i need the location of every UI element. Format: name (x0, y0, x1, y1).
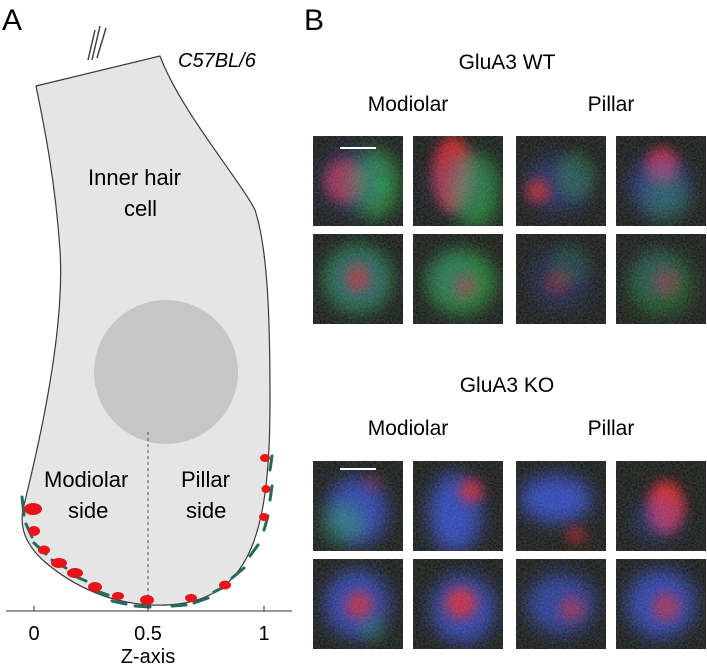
tick-1: 1 (258, 623, 269, 645)
cell-label-line2: cell (124, 196, 157, 221)
wt-modiolar-label: Modiolar (368, 93, 449, 116)
ko-title: GluA3 KO (460, 374, 555, 397)
stereocilia (87, 25, 107, 61)
micrograph-noise (413, 559, 503, 649)
micrograph-noise (413, 234, 503, 324)
panel-a-label: A (2, 4, 22, 37)
micrograph-tile (616, 461, 706, 551)
micrograph-noise (616, 461, 706, 551)
tick-0: 0 (28, 623, 39, 645)
micrograph-tile (413, 461, 503, 551)
micrograph-tile (413, 234, 503, 324)
nucleus (94, 300, 238, 444)
micrograph-tile (616, 136, 706, 226)
modiolar-side-line2: side (68, 498, 108, 523)
micrograph-grid (313, 136, 706, 649)
micrograph-noise (616, 136, 706, 226)
micrograph-noise (413, 461, 503, 551)
micrograph-tile (313, 461, 403, 551)
axis-title: Z-axis (121, 646, 175, 666)
micrograph-noise (313, 461, 403, 551)
micrograph-tile (516, 136, 606, 226)
micrograph-noise (616, 559, 706, 649)
tick-0-5: 0.5 (134, 623, 162, 645)
micrograph-tile (413, 559, 503, 649)
panel-b-label: B (304, 4, 324, 37)
micrograph-tile (413, 136, 503, 226)
micrograph-tile (313, 234, 403, 324)
ribbon-synapses (24, 454, 271, 605)
strain-label: C57BL/6 (178, 50, 257, 72)
pillar-side-line1: Pillar (181, 467, 230, 492)
wt-title: GluA3 WT (459, 51, 556, 74)
micrograph-tile (616, 234, 706, 324)
panel-b: B GluA3 WT Modiolar Pillar GluA3 KO Modi… (304, 4, 706, 649)
micrograph-noise (313, 136, 403, 226)
micrograph-tile (516, 461, 606, 551)
micrograph-tile (616, 559, 706, 649)
micrograph-noise (516, 234, 606, 324)
ko-pillar-label: Pillar (588, 417, 635, 440)
modiolar-side-line1: Modiolar (44, 467, 128, 492)
micrograph-noise (516, 136, 606, 226)
micrograph-noise (313, 234, 403, 324)
micrograph-tile (313, 136, 403, 226)
cell-label-line1: Inner hair (88, 165, 181, 190)
ko-modiolar-label: Modiolar (368, 417, 449, 440)
micrograph-tile (313, 559, 403, 649)
pillar-side-line2: side (186, 498, 226, 523)
panel-a: A C57BL/6 Inner hair cell Modiolar side … (2, 4, 292, 668)
micrograph-noise (313, 559, 403, 649)
micrograph-noise (516, 559, 606, 649)
afferent-terminals (20, 454, 274, 609)
micrograph-noise (413, 136, 503, 226)
micrograph-tile (516, 234, 606, 324)
micrograph-noise (616, 234, 706, 324)
wt-pillar-label: Pillar (588, 93, 635, 116)
z-axis (6, 606, 292, 612)
micrograph-tile (516, 559, 606, 649)
micrograph-noise (516, 461, 606, 551)
